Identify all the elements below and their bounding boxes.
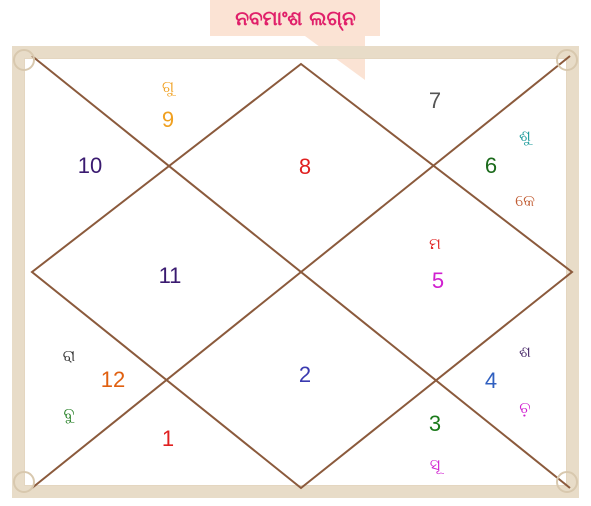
planet-shukra: ଶୁ	[519, 128, 531, 144]
house-number-7: 7	[429, 90, 441, 112]
house-number-6: 6	[485, 155, 497, 177]
planet-ketu: କେ	[515, 193, 535, 209]
planet-guru: ଗୁ	[162, 79, 174, 95]
house-number-10: 10	[78, 155, 102, 177]
house-number-9: 9	[162, 109, 174, 131]
planet-surya: ସୂ	[430, 457, 440, 473]
corner-ornament-bl	[14, 472, 34, 492]
house-number-1: 1	[162, 428, 174, 450]
corner-ornament-tr	[557, 50, 577, 70]
house-number-4: 4	[485, 370, 497, 392]
house-number-11: 11	[159, 265, 182, 287]
corner-ornament-br	[557, 472, 577, 492]
house-number-5: 5	[432, 270, 444, 292]
planet-shani: ଶ	[519, 344, 531, 360]
house-number-3: 3	[429, 413, 441, 435]
house-number-8: 8	[299, 156, 311, 178]
corner-ornament-tl	[14, 50, 34, 70]
planet-chandra: ଚ଼	[519, 400, 530, 416]
house-number-2: 2	[299, 364, 311, 386]
planet-budha: ବୁ	[64, 406, 75, 422]
planet-rahu: ରା	[63, 348, 76, 364]
planet-mangal: ମ	[429, 236, 441, 252]
house-number-12: 12	[101, 369, 125, 391]
